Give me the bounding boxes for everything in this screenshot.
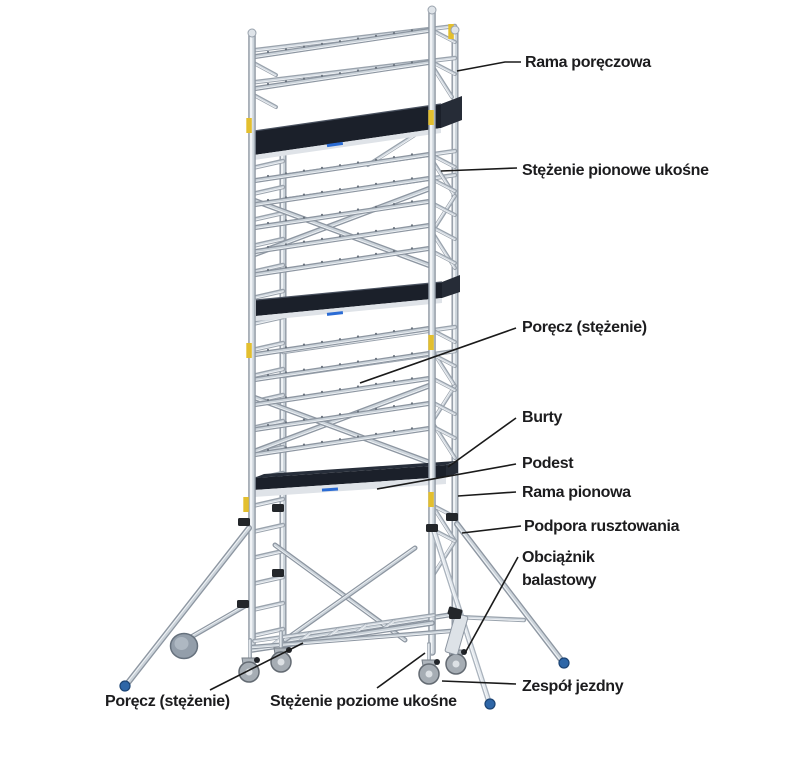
leader-zespol-jezdny (441, 680, 517, 685)
scaffold-platforms (253, 96, 462, 497)
label-burty: Burty (522, 409, 563, 426)
leader-rama-pionowa (457, 491, 517, 497)
caster-front-left (238, 657, 260, 683)
leader-burty (447, 417, 517, 468)
leader-rama-poreczowa (456, 61, 521, 72)
label-porecz-stezenie-gorne: Poręcz (stężenie) (522, 319, 647, 336)
label-porecz-stezenie-dolne: Poręcz (stężenie) (105, 693, 230, 710)
label-obciaznik-balastowy: Obciążnik balastowy (522, 549, 597, 589)
platform-bottom (254, 461, 458, 497)
leader-obciaznik (464, 556, 519, 654)
leader-stezenie-pionowe (440, 167, 518, 172)
leader-stezenie-poziome (376, 652, 426, 689)
leader-podest (376, 463, 517, 490)
caster-rear-right (445, 649, 467, 675)
leader-lines (209, 61, 522, 691)
label-rama-pionowa: Rama pionowa (522, 484, 631, 501)
platform-top (253, 96, 462, 160)
leader-porecz-dolne (209, 642, 304, 691)
label-zespol-jezdny: Zespół jezdny (522, 678, 624, 695)
caster-wheels (238, 630, 467, 685)
leader-podpora (461, 525, 522, 534)
label-stezenie-pionowe-ukosne: Stężenie pionowe ukośne (522, 162, 709, 179)
label-stezenie-poziome-ukosne: Stężenie poziome ukośne (270, 693, 457, 710)
label-podpora-rusztowania: Podpora rusztowania (524, 518, 680, 535)
leader-porecz-gorne (359, 327, 517, 384)
platform-middle (255, 275, 460, 321)
scaffold-stabilizers (124, 521, 565, 705)
scaffold-details (119, 5, 570, 710)
caster-front-right (418, 659, 440, 685)
label-podest: Podest (522, 455, 574, 472)
scaffold-front-rails (249, 27, 435, 458)
label-rama-poreczowa: Rama poręczowa (525, 54, 651, 71)
